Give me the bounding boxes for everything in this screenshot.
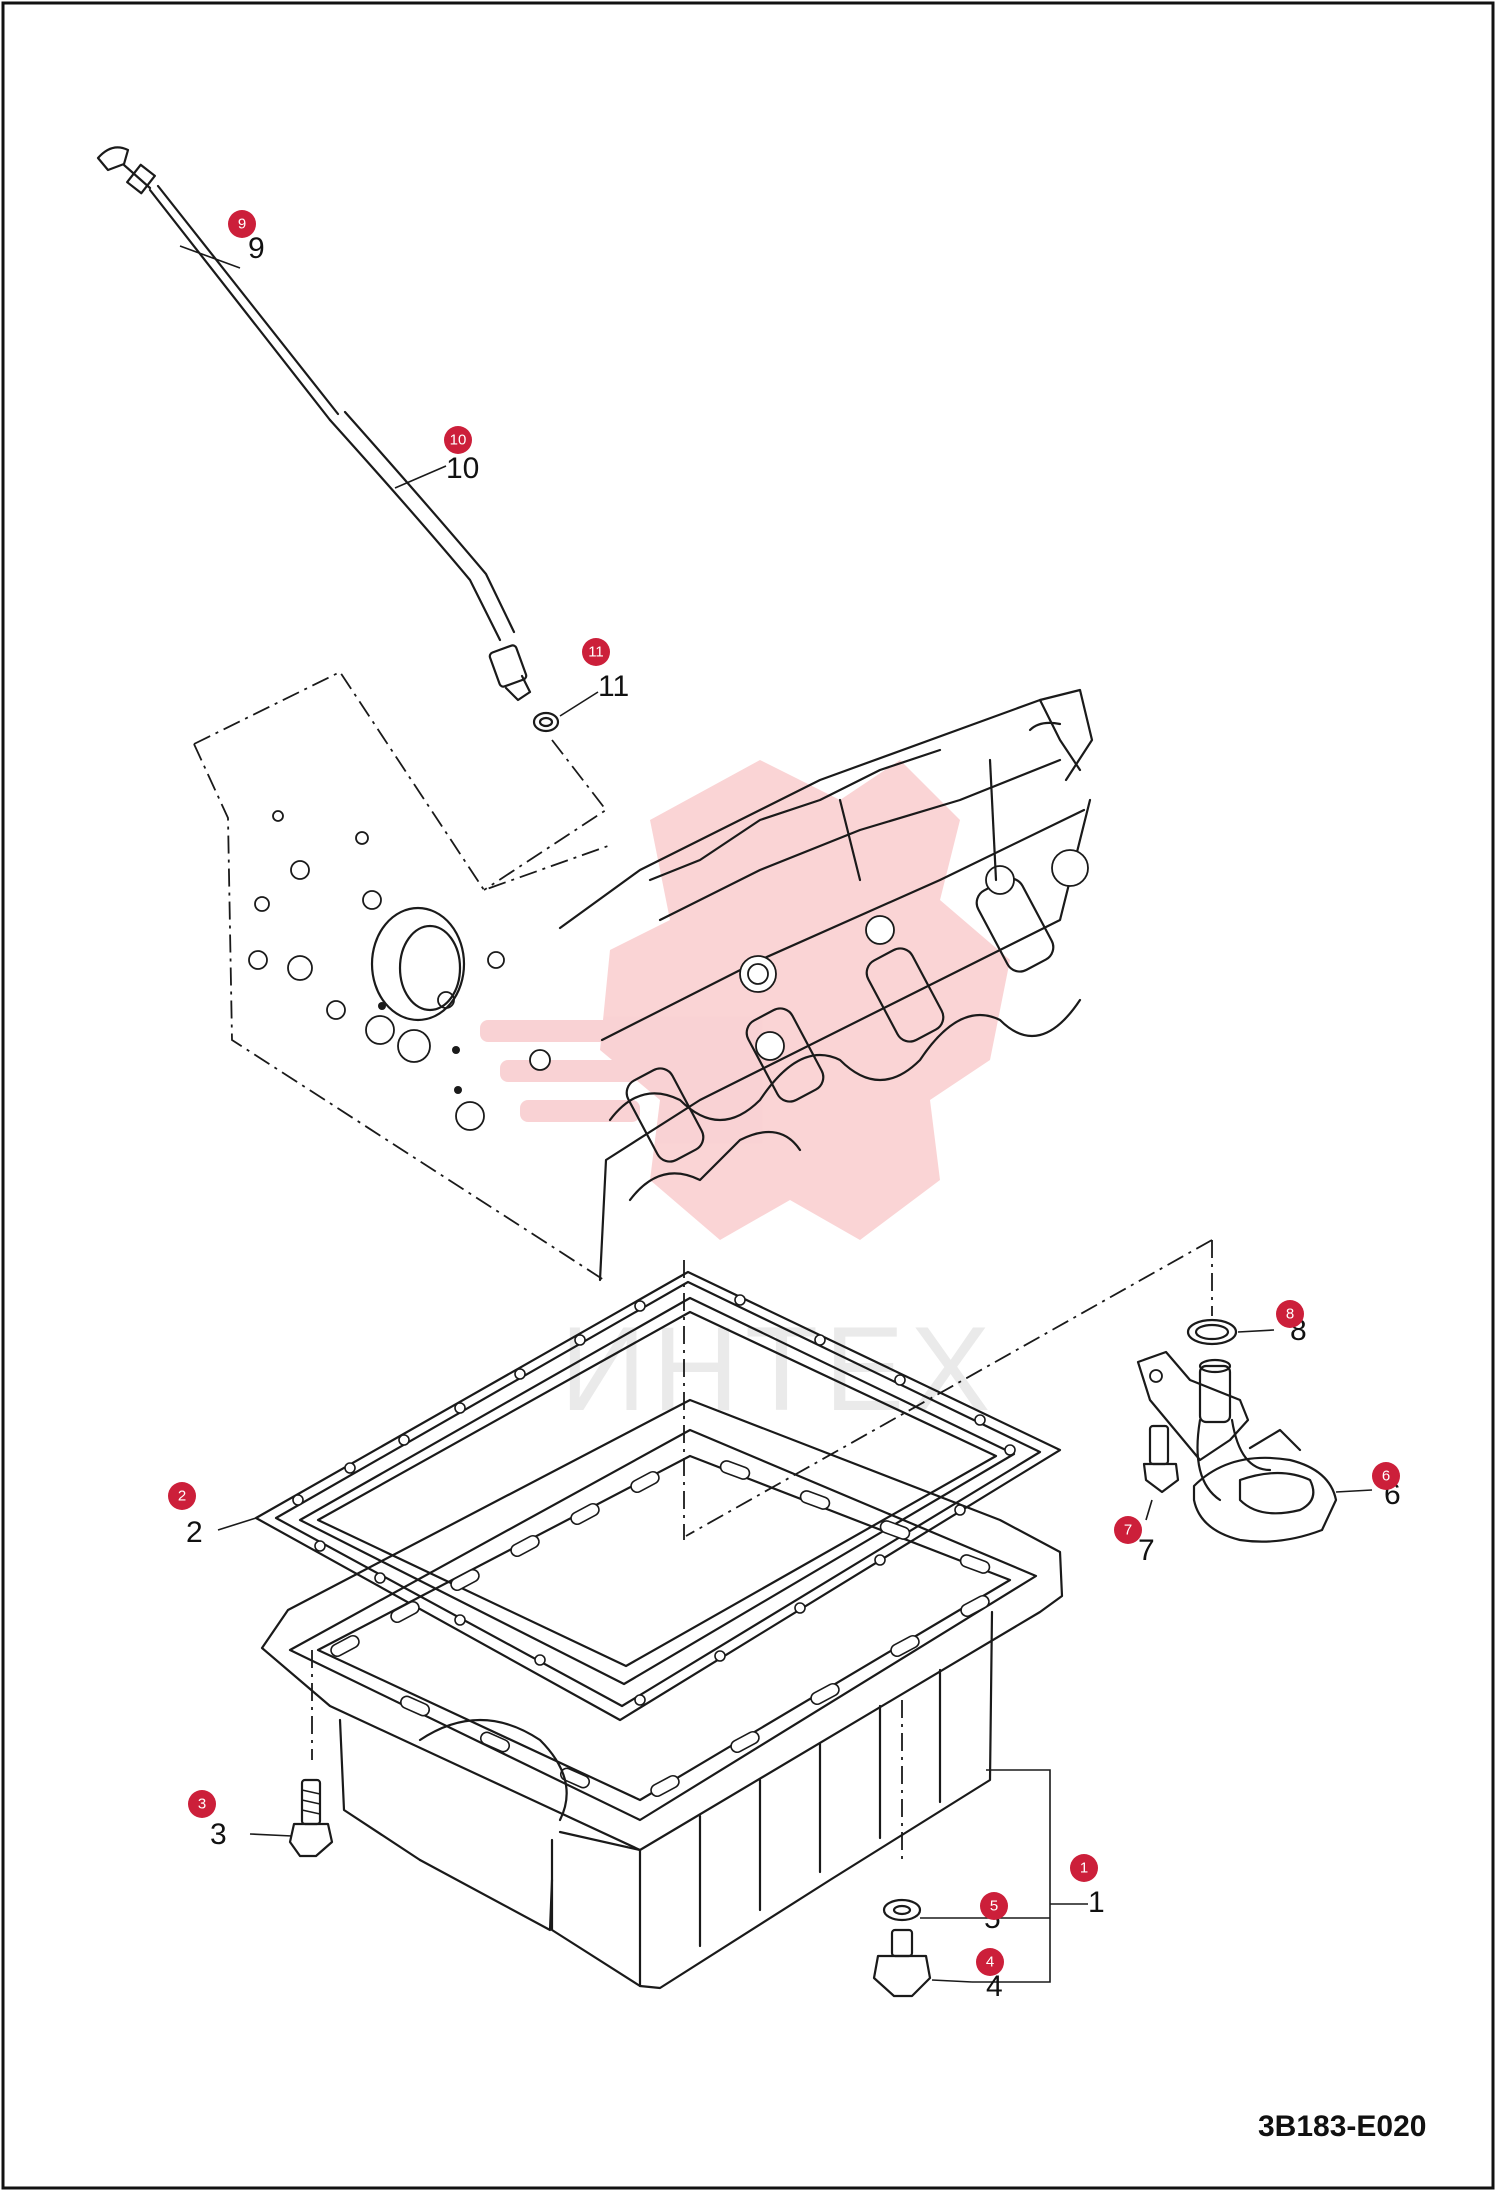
callout-10[interactable]: 10 10	[444, 426, 479, 485]
dipstick-assembly	[96, 146, 608, 891]
callout-badge	[1114, 1516, 1142, 1544]
callout-badge	[1070, 1854, 1098, 1882]
callout-label: 11	[598, 670, 629, 703]
callout-label: 4	[986, 1970, 1003, 2003]
callout-6[interactable]: 6 6	[1372, 1462, 1401, 1511]
callout-badge	[980, 1892, 1008, 1920]
diagram-code: 3B183-E020	[1258, 2110, 1426, 2143]
callout-badge-number: 7	[1124, 1522, 1132, 1539]
callout-label: 7	[1138, 1534, 1155, 1567]
callout-label: 10	[446, 452, 479, 485]
watermark-text: ИНТЕХ	[560, 1302, 996, 1436]
callout-4[interactable]: 4 4	[976, 1948, 1004, 2003]
callout-badge-number: 2	[178, 1488, 186, 1505]
callout-badge-number: 6	[1382, 1468, 1390, 1485]
oil-pan	[249, 1398, 1088, 1998]
callout-5[interactable]: 5 5	[980, 1892, 1008, 1935]
callout-badge-number: 4	[986, 1954, 994, 1971]
watermark-logo	[480, 760, 1010, 1240]
callout-badge-number: 11	[588, 644, 604, 661]
callout-9[interactable]: 9 9	[228, 210, 265, 265]
callout-badge-number: 5	[990, 1898, 998, 1915]
callout-label: 1	[1088, 1886, 1105, 1919]
callout-label: 3	[210, 1818, 227, 1851]
callout-badge	[188, 1790, 216, 1818]
callout-8[interactable]: 8 8	[1276, 1300, 1307, 1347]
callout-label: 2	[186, 1516, 203, 1549]
callout-badge-number: 8	[1286, 1306, 1294, 1323]
callout-2[interactable]: 2 2	[168, 1482, 203, 1549]
callout-1[interactable]: 1 1	[1070, 1854, 1105, 1919]
callout-badge-number: 10	[450, 432, 467, 449]
callout-badge	[1276, 1300, 1304, 1328]
callout-3[interactable]: 3 3	[188, 1790, 227, 1851]
callout-badge	[444, 426, 472, 454]
oil-pan-gasket	[217, 1270, 1062, 1722]
callout-7[interactable]: 7 7	[1114, 1516, 1155, 1567]
callout-11[interactable]: 11 11	[582, 638, 629, 703]
oil-strainer	[1136, 1318, 1373, 1543]
engine-block	[193, 670, 1213, 1860]
callout-badge-number: 1	[1080, 1860, 1088, 1877]
callout-badge	[1372, 1462, 1400, 1490]
callout-badge	[976, 1948, 1004, 1976]
callout-badge	[582, 638, 610, 666]
callout-badge	[228, 210, 256, 238]
callout-label: 9	[248, 232, 265, 265]
callout-badge-number: 9	[238, 216, 246, 233]
callout-badge-number: 3	[198, 1796, 206, 1813]
callout-badge	[168, 1482, 196, 1510]
